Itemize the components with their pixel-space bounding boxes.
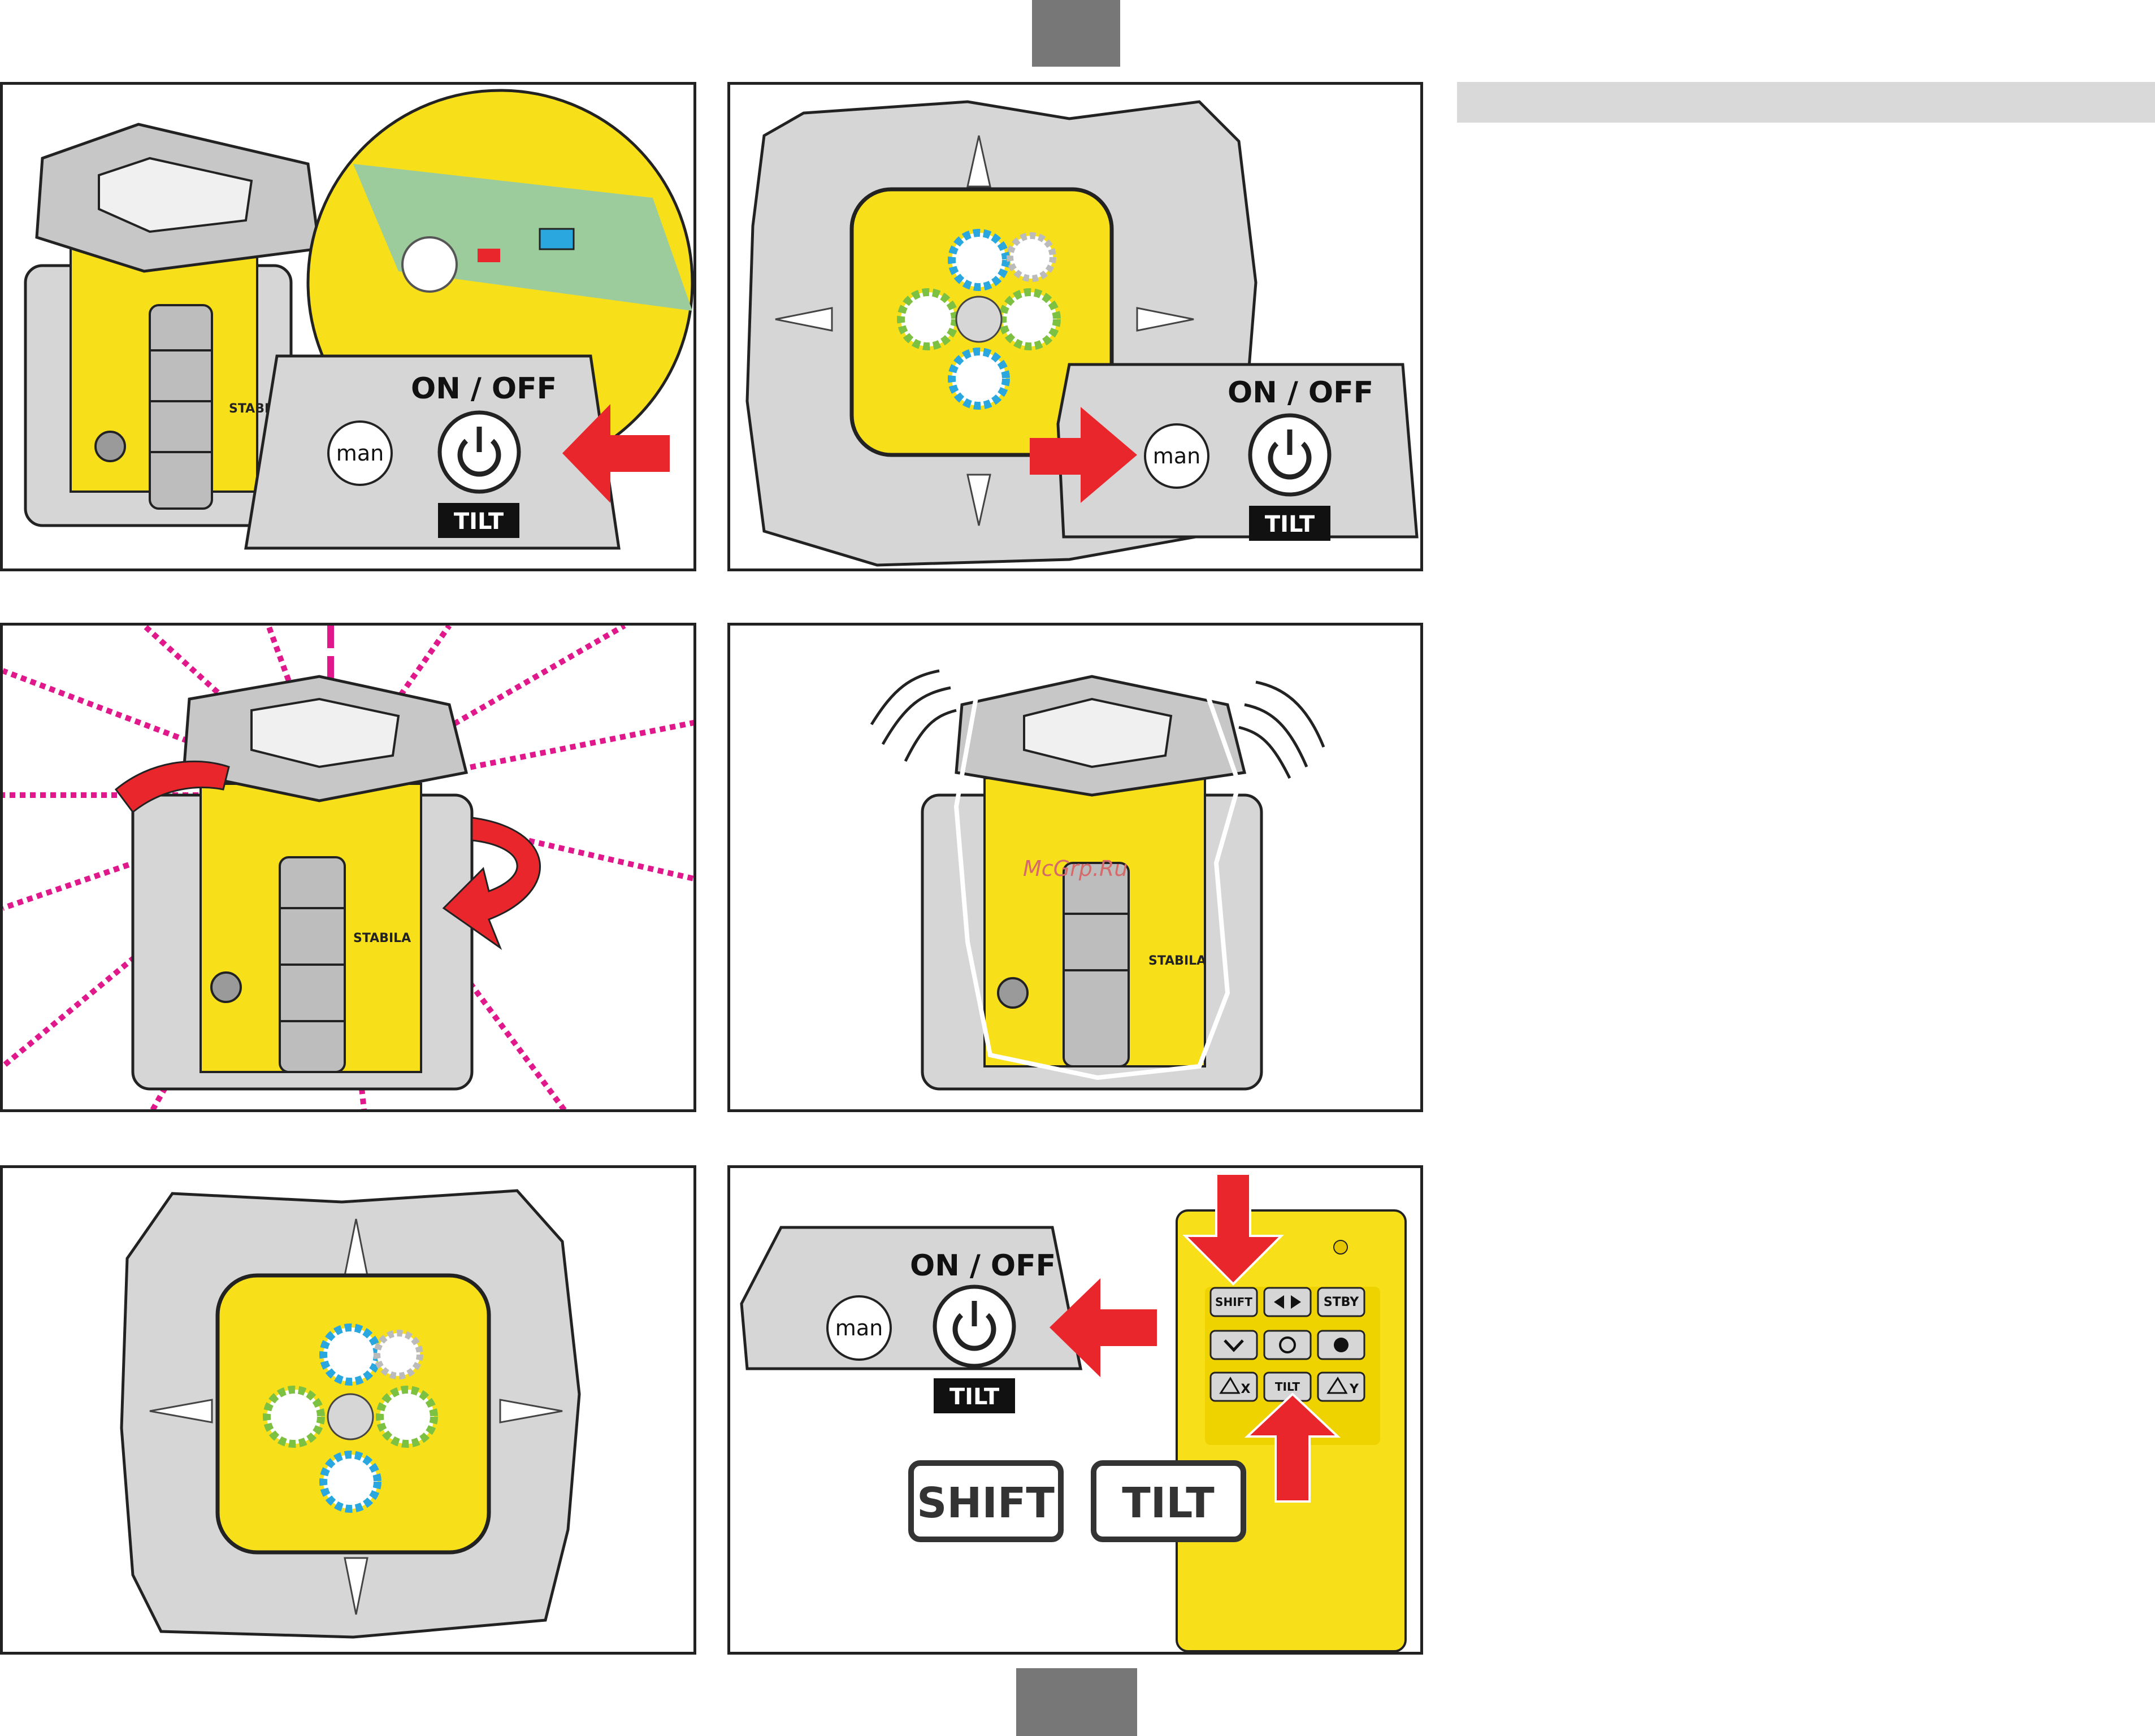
shift-key-legend-label: SHIFT [917, 1479, 1055, 1527]
watermark-text: McGrp.Ru [1023, 856, 1128, 881]
figure-1-panel: STABILA ON / OFF man TILT [0, 82, 696, 571]
figure-1-drawing: STABILA ON / OFF man TILT [3, 85, 696, 571]
man-label: man [336, 441, 384, 466]
remote-down-key[interactable] [1211, 1331, 1257, 1359]
on-off-label: ON / OFF [910, 1249, 1056, 1283]
vibration-lines-left-icon [871, 671, 956, 761]
led-top-icon [323, 1327, 378, 1382]
svg-text:SHIFT: SHIFT [1215, 1295, 1252, 1309]
section-header-bar [1457, 82, 2155, 123]
svg-text:TILT: TILT [1275, 1380, 1300, 1394]
led-top-icon [952, 233, 1006, 287]
led-bottom-icon [323, 1455, 378, 1509]
tilt-label: TILT [949, 1384, 1000, 1410]
figure-6-panel: ON / OFF man TILT SHIFT STBY [727, 1165, 1423, 1655]
tilt-key-legend-label: TILT [1122, 1479, 1215, 1527]
figure-2-drawing: ON / OFF man TILT [730, 85, 1423, 571]
top-page-tab [1032, 0, 1120, 67]
figure-5-panel [0, 1165, 696, 1655]
on-off-label: ON / OFF [411, 372, 557, 406]
led-indicator-icon [402, 237, 457, 292]
led-bottom-icon [952, 351, 1006, 406]
device-brand-label: STABILA [353, 931, 411, 945]
control-panel: ON / OFF man TILT [246, 356, 619, 548]
remote-rotate-key[interactable] [1264, 1288, 1311, 1316]
svg-text:STBY: STBY [1324, 1295, 1359, 1309]
led-right-icon [380, 1390, 434, 1444]
device-brand-label: STABILA [1148, 954, 1206, 968]
remote-rotation-key[interactable] [1264, 1331, 1311, 1359]
bottom-page-tab [1016, 1668, 1137, 1736]
figure-6-drawing: ON / OFF man TILT SHIFT STBY [730, 1168, 1423, 1655]
figure-2-panel: ON / OFF man TILT [727, 82, 1423, 571]
figure-3-panel: STABILA [0, 623, 696, 1112]
man-label: man [835, 1316, 883, 1340]
led-left-icon [267, 1390, 321, 1444]
vibration-lines-right-icon [1239, 682, 1324, 778]
tilt-label: TILT [1265, 511, 1315, 537]
led-left-icon [901, 292, 955, 346]
svg-text:X: X [1241, 1382, 1251, 1396]
laser-device: STABILA [922, 676, 1261, 1089]
led-right-icon [1003, 292, 1057, 346]
tilt-label: TILT [454, 509, 504, 535]
figure-3-drawing: STABILA [3, 626, 696, 1112]
on-off-label: ON / OFF [1228, 376, 1373, 410]
man-label: man [1153, 444, 1200, 468]
svg-text:Y: Y [1349, 1382, 1359, 1396]
chevron-up-icon [1334, 1338, 1348, 1352]
figure-5-drawing [3, 1168, 696, 1655]
control-panel: ON / OFF man TILT [742, 1227, 1081, 1413]
